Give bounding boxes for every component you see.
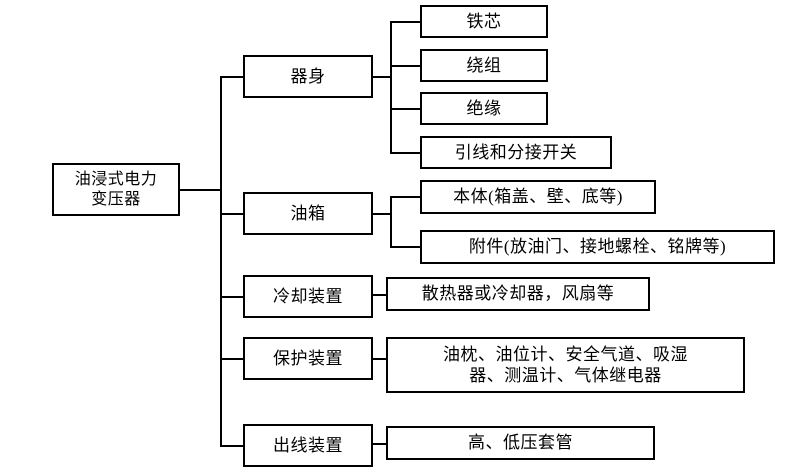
connector-outlet-to-bushing [371, 443, 388, 445]
node-branch-body[interactable]: 器身 [243, 55, 373, 98]
connector-trunk-to-tank [220, 213, 245, 215]
connector-tank-to-main [390, 196, 422, 198]
node-branch-outgoing-line-device[interactable]: 出线装置 [243, 424, 373, 467]
connector-protect-to-items [371, 358, 388, 360]
connector-tank-stem [371, 213, 392, 215]
node-root-oil-immersed-power-transformer[interactable]: 油浸式电力 变压器 [52, 163, 180, 216]
connector-body-to-core [390, 21, 422, 23]
node-branch-protection-device[interactable]: 保护装置 [243, 337, 373, 380]
connector-trunk-to-outlet [220, 445, 245, 447]
node-leaf-radiator-cooler-fan[interactable]: 散热器或冷却器，风扇等 [386, 277, 650, 311]
connector-tank-subtrunk [390, 196, 392, 247]
connector-cooling-to-radiator [371, 294, 388, 296]
node-branch-cooling-device[interactable]: 冷却装置 [243, 275, 373, 318]
connector-body-stem [371, 76, 392, 78]
connector-trunk-to-body [220, 76, 245, 78]
node-leaf-tank-main-body[interactable]: 本体(箱盖、壁、底等) [420, 180, 656, 214]
node-leaf-iron-core[interactable]: 铁芯 [420, 5, 548, 38]
node-leaf-hv-lv-bushing[interactable]: 高、低压套管 [386, 426, 655, 460]
connector-root-stem [180, 189, 222, 191]
connector-body-subtrunk [390, 21, 392, 153]
node-leaf-winding[interactable]: 绕组 [420, 49, 548, 82]
connector-body-to-winding [390, 65, 422, 67]
node-leaf-insulation[interactable]: 绝缘 [420, 92, 548, 125]
connector-trunk-to-protect [220, 358, 245, 360]
connector-main-trunk [220, 76, 222, 445]
node-branch-oil-tank[interactable]: 油箱 [243, 192, 373, 235]
connector-body-to-lead [390, 152, 422, 154]
node-leaf-tank-accessories[interactable]: 附件(放油门、接地螺栓、铭牌等) [420, 230, 775, 264]
connector-body-to-insulation [390, 108, 422, 110]
connector-tank-to-accessory [390, 246, 422, 248]
node-leaf-protection-components[interactable]: 油枕、油位计、安全气道、吸湿 器、测温计、气体继电器 [386, 337, 745, 393]
connector-trunk-to-cooling [220, 296, 245, 298]
node-leaf-lead-and-tap-switch[interactable]: 引线和分接开关 [420, 136, 612, 169]
